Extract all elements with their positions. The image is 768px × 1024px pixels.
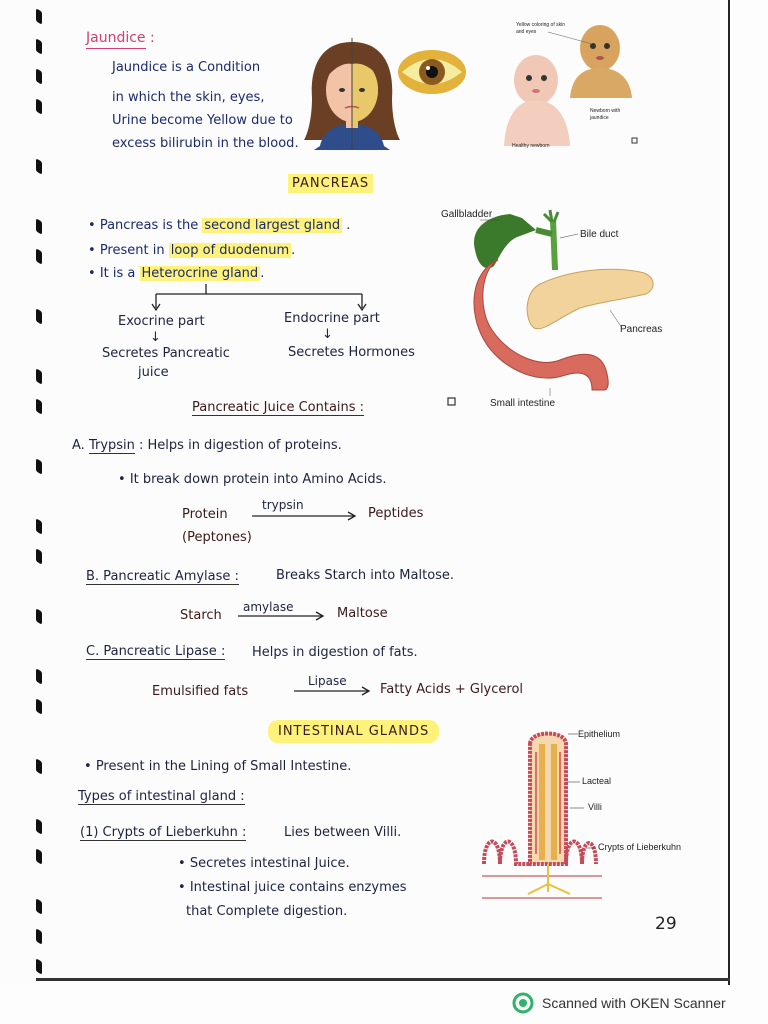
pancreas-bullet-1: • Pancreas is the second largest gland . <box>88 218 351 233</box>
binding-hole <box>36 158 42 175</box>
intestinal-bullet: • Present in the Lining of Small Intesti… <box>84 759 352 774</box>
jaundice-babies-illustration <box>504 25 638 146</box>
binding-hole <box>36 608 42 625</box>
pancreas-title: PANCREAS <box>288 174 374 193</box>
exocrine-desc-1: Secretes Pancreatic <box>102 346 230 361</box>
amylase-desc: Breaks Starch into Maltose. <box>276 568 455 583</box>
trypsin-eq-left: Protein <box>182 507 228 522</box>
page-bottom-edge <box>36 978 730 981</box>
crypts-sub-1: • Secretes intestinal Juice. <box>178 856 350 871</box>
baby-label-newborn: Newborn with jaundice <box>590 108 621 121</box>
trypsin-eq-left2: (Peptones) <box>182 530 252 545</box>
binding-hole <box>36 698 42 715</box>
crypts-sub-3: that Complete digestion. <box>186 904 348 919</box>
intestinal-types: Types of intestinal gland : <box>78 789 245 805</box>
pancreas-bullet-3: • It is a Heterocrine gland. <box>88 266 265 281</box>
jaundice-line3: Urine become Yellow due to <box>112 113 293 128</box>
lipase-eq-right: Fatty Acids + Glycerol <box>380 682 524 697</box>
binding-hole <box>36 518 42 535</box>
endocrine-arrow: ↓ <box>322 327 333 342</box>
binding-hole <box>36 898 42 915</box>
label-villi: Villi <box>588 802 602 812</box>
intestinal-title: INTESTINAL GLANDS <box>268 720 440 743</box>
binding-hole <box>36 8 42 25</box>
villi-diagram <box>482 731 602 899</box>
label-lacteal: Lacteal <box>582 776 612 786</box>
binding-hole <box>36 548 42 565</box>
endocrine-part: Endocrine part <box>284 311 380 326</box>
baby-label-healthy: Healthy newborn <box>512 143 550 149</box>
binding-hole <box>36 928 42 945</box>
baby-label-yellow: Yellow coloring of skin and eyes <box>516 22 566 35</box>
binding-hole <box>36 248 42 265</box>
jaundice-line1: Jaundice is a Condition <box>112 60 261 75</box>
label-crypts: Crypts of Lieberkuhn <box>598 842 682 852</box>
crypts-desc: Lies between Villi. <box>284 825 402 840</box>
binding-hole <box>36 398 42 415</box>
trypsin-enzyme: trypsin <box>262 498 304 512</box>
jaundice-title-underline <box>86 48 146 49</box>
label-pancreas: Pancreas <box>620 324 663 335</box>
binding-hole <box>36 758 42 775</box>
lipase-eq-left: Emulsified fats <box>152 684 249 699</box>
amylase-arrow <box>238 611 325 621</box>
lipase-desc: Helps in digestion of fats. <box>252 645 418 660</box>
binding-hole <box>36 308 42 325</box>
crypts-name: (1) Crypts of Lieberkuhn : <box>80 825 247 841</box>
label-bile-duct: Bile duct <box>580 229 619 240</box>
footer-text: Scanned with OKEN Scanner <box>542 995 726 1011</box>
binding-hole <box>36 458 42 475</box>
oken-scanner-icon <box>512 992 534 1014</box>
binding-hole <box>36 98 42 115</box>
binding-hole <box>36 218 42 235</box>
page-number: 29 <box>655 914 677 934</box>
binding-hole <box>36 668 42 685</box>
binding-hole <box>36 68 42 85</box>
trypsin-bullet: • It break down protein into Amino Acids… <box>118 472 387 487</box>
binding-hole <box>36 848 42 865</box>
binding-hole <box>36 38 42 55</box>
pancreas-bullet-2: • Present in loop of duodenum. <box>88 243 296 258</box>
binding-hole <box>36 818 42 835</box>
label-gallbladder: Gallbladder <box>441 209 493 220</box>
exocrine-arrow: ↓ <box>150 330 161 345</box>
paper-sheet <box>728 0 730 985</box>
trypsin-arrow <box>252 511 357 521</box>
yellow-eye-illustration <box>398 50 466 94</box>
label-epithelium: Epithelium <box>578 729 621 739</box>
lipase-enzyme: Lipase <box>308 674 347 688</box>
trypsin-eq-right: Peptides <box>368 506 424 521</box>
gland-split-arrows <box>151 284 367 312</box>
lipase-arrow <box>294 686 371 696</box>
trypsin-line: A. Trypsin : Helps in digestion of prote… <box>72 438 342 454</box>
jaundice-title: Jaundice : <box>86 30 155 46</box>
jaundice-line4: excess bilirubin in the blood. <box>112 136 299 151</box>
amylase-eq-left: Starch <box>180 608 222 623</box>
pancreas-diagram <box>447 209 654 406</box>
endocrine-desc: Secretes Hormones <box>288 345 415 360</box>
amylase-eq-right: Maltose <box>337 606 388 621</box>
label-small-intestine: Small intestine <box>490 398 556 409</box>
juice-heading: Pancreatic Juice Contains : <box>192 400 365 416</box>
jaundice-face-illustration <box>304 38 400 150</box>
binding-hole <box>36 958 42 975</box>
binding-hole <box>36 368 42 385</box>
crypts-sub-2: • Intestinal juice contains enzymes <box>178 880 407 895</box>
jaundice-line2: in which the skin, eyes, <box>112 90 265 105</box>
amylase-enzyme: amylase <box>243 600 294 614</box>
lipase-name: C. Pancreatic Lipase : <box>86 644 226 660</box>
scanner-footer: Scanned with OKEN Scanner <box>512 992 726 1014</box>
exocrine-desc-2: juice <box>138 365 169 380</box>
exocrine-part: Exocrine part <box>118 314 205 329</box>
amylase-name: B. Pancreatic Amylase : <box>86 569 239 585</box>
